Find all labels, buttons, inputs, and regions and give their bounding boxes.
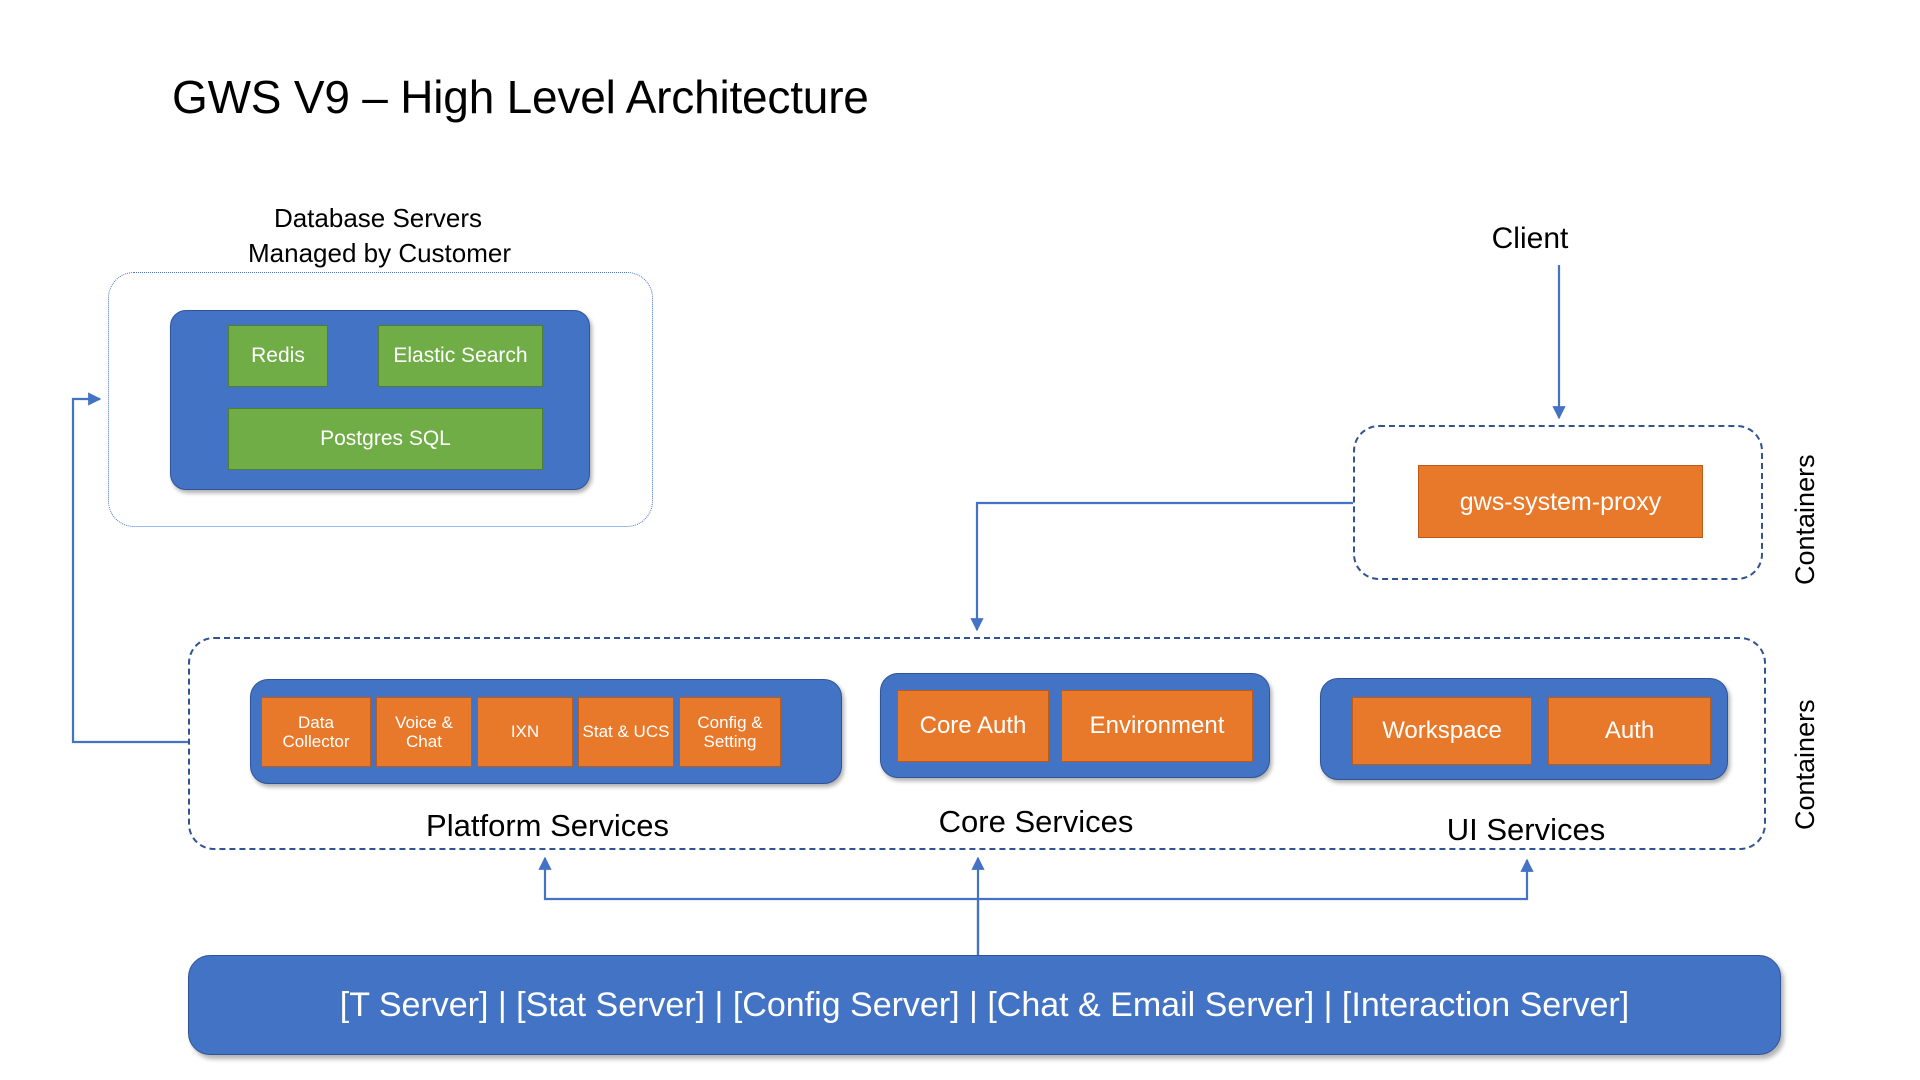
database-servers-label-line2: Managed by Customer	[248, 238, 512, 268]
platform-services-label: Platform Services	[426, 808, 669, 843]
client-label: Client	[1491, 222, 1569, 255]
platform-node-stat-ucs[interactable]: Stat & UCS	[578, 697, 674, 767]
core-node-core-auth[interactable]: Core Auth	[897, 690, 1049, 762]
platform-node-config-setting[interactable]: Config & Setting	[679, 697, 781, 767]
connector-proxy-to-services	[970, 501, 1353, 632]
platform-node-ixn[interactable]: IXN	[477, 697, 573, 767]
ui-node-workspace[interactable]: Workspace	[1352, 697, 1532, 765]
core-services-label: Core Services	[938, 804, 1134, 839]
proxy-containers-box	[1353, 425, 1763, 580]
db-node-postgres-sql[interactable]: Postgres SQL	[228, 408, 543, 470]
ui-services-label: UI Services	[1446, 812, 1606, 847]
platform-node-voice-chat[interactable]: Voice & Chat	[376, 697, 472, 767]
platform-node-data-collector[interactable]: Data Collector	[261, 697, 371, 767]
proxy-node-gws-system-proxy[interactable]: gws-system-proxy	[1418, 465, 1703, 538]
connector-servers-to-platform	[538, 856, 980, 955]
ui-node-auth[interactable]: Auth	[1548, 697, 1711, 765]
core-node-environment[interactable]: Environment	[1061, 690, 1253, 762]
connector-servers-to-ui	[978, 858, 1534, 901]
legacy-servers-bar[interactable]: [T Server] | [Stat Server] | [Config Ser…	[188, 955, 1781, 1055]
containers-label-services: Containers	[1790, 699, 1820, 830]
db-node-elastic-search[interactable]: Elastic Search	[378, 325, 543, 387]
containers-label-proxy: Containers	[1790, 454, 1820, 585]
services-containers-box	[188, 637, 1766, 850]
db-node-redis[interactable]: Redis	[228, 325, 328, 387]
database-servers-label-line1: Database Servers	[273, 203, 483, 233]
page-title: GWS V9 – High Level Architecture	[172, 71, 869, 123]
